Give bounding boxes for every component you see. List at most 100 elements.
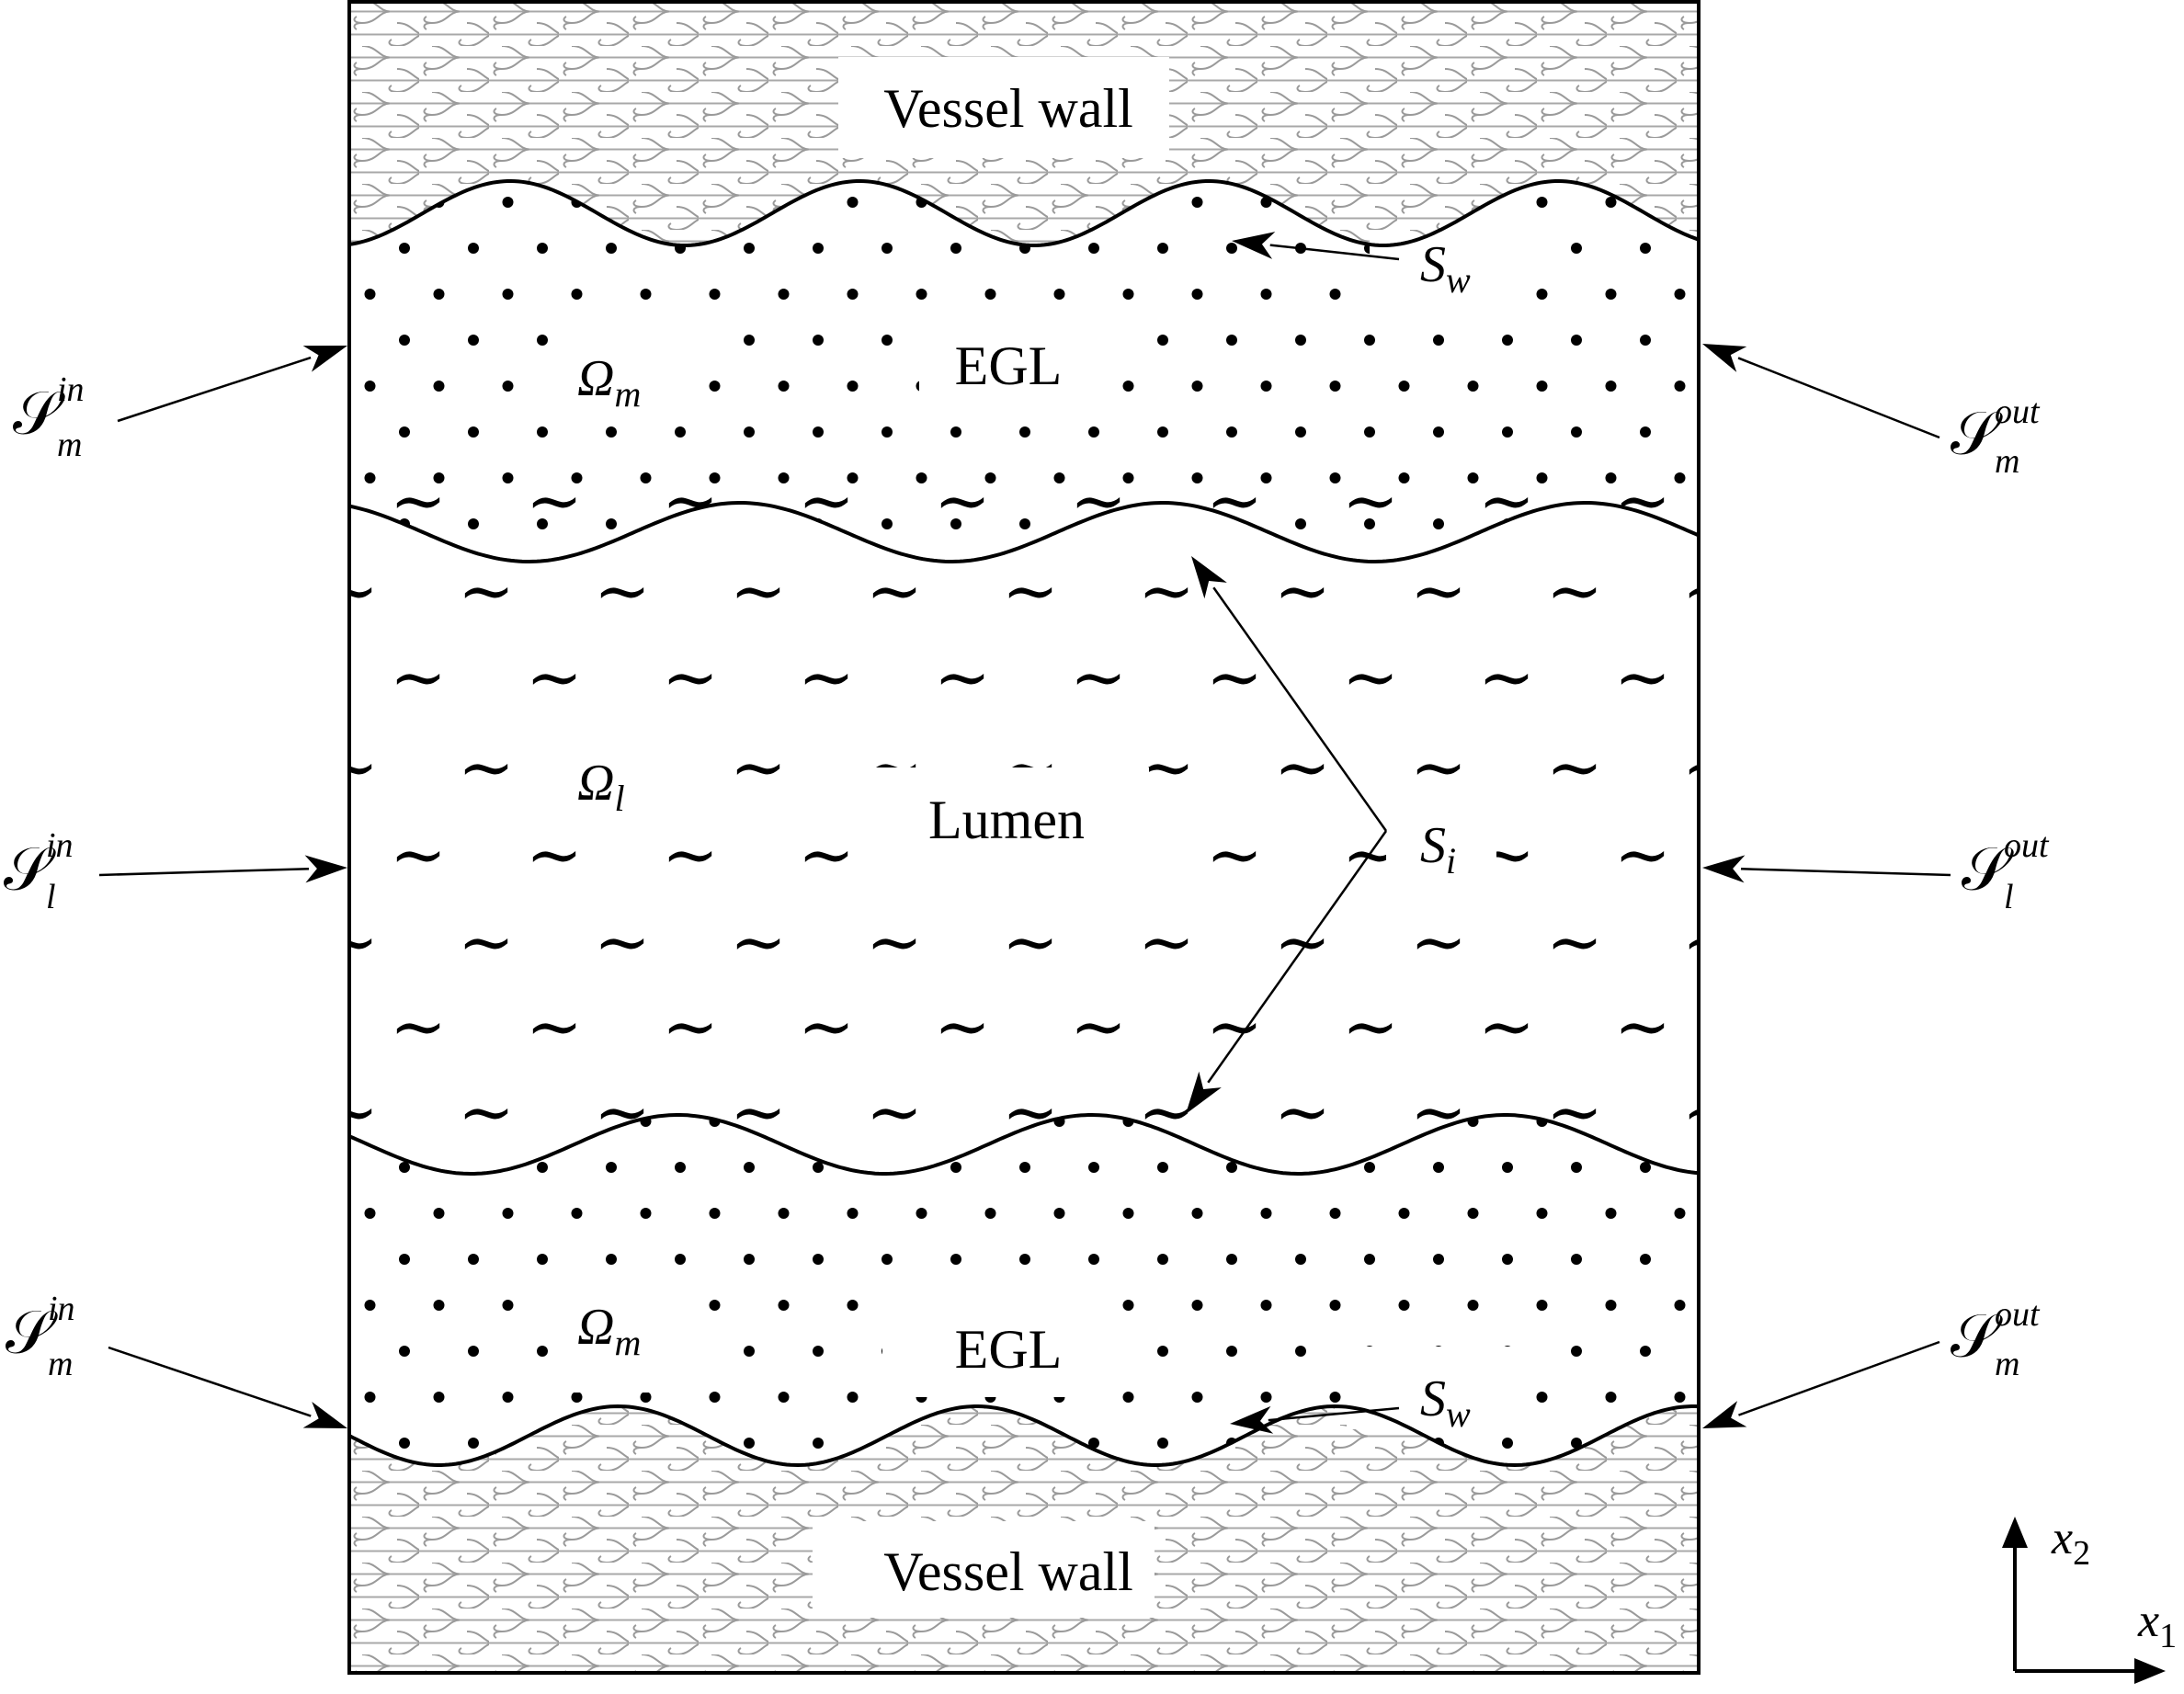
lumen-tilde-mark: ~ (1546, 728, 1603, 807)
lumen-tilde-mark: ~ (1274, 1073, 1331, 1152)
svg-text:𝒮: 𝒮 (13, 381, 65, 448)
domain-frame (347, 0, 1701, 1675)
svg-text:in: in (57, 370, 85, 409)
s-i-arrow-top (1191, 556, 1388, 832)
s-m-in-bottom-arrow (108, 1346, 347, 1428)
s-i-arrow-bottom (1186, 830, 1388, 1114)
lumen-tilde-mark: ~ (1002, 1073, 1059, 1152)
svg-text:in: in (48, 1290, 75, 1328)
lumen-tilde-mark: ~ (526, 461, 583, 540)
lumen-tilde-mark: ~ (526, 638, 583, 717)
svg-text:m: m (57, 426, 82, 464)
lumen-tilde-mark: ~ (730, 903, 787, 982)
lumen-tilde-mark: ~ (934, 638, 991, 717)
svg-text:l: l (2004, 878, 2014, 916)
lumen-tilde-mark: ~ (934, 461, 991, 540)
lumen-tilde-mark: ~ (1614, 987, 1671, 1066)
s-l-in-label: 𝒮 in l (4, 826, 74, 916)
lumen-tilde-mark: ~ (1138, 903, 1195, 982)
lumen-tilde-mark: ~ (730, 1073, 787, 1152)
s-m-in-top-label: 𝒮 in m (13, 370, 85, 464)
s-w-top-label: Sw (1420, 236, 1471, 301)
lumen-tilde-mark: ~ (1682, 551, 1739, 631)
lumen-tilde-mark: ~ (458, 903, 515, 982)
lumen-tilde-pattern: ~~~~~~~~~~~~~~~~~~~~~~~~~~~~~~~~~~~~~~~~… (322, 461, 1739, 1152)
s-m-out-bottom-arrow (1702, 1340, 1940, 1428)
svg-text:𝒮: 𝒮 (1951, 401, 2003, 468)
lumen-tilde-mark: ~ (458, 1073, 515, 1152)
lumen-tilde-mark: ~ (662, 987, 719, 1066)
lumen-tilde-mark: ~ (1002, 903, 1059, 982)
lumen-tilde-mark: ~ (1342, 461, 1399, 540)
lumen-tilde-mark: ~ (866, 551, 923, 631)
s-l-out-label: 𝒮 out l (1962, 826, 2050, 916)
s-w-bottom-label: Sw (1420, 1370, 1471, 1435)
lumen-tilde-mark: ~ (866, 1073, 923, 1152)
lumen-tilde-mark: ~ (1410, 551, 1467, 631)
x2-axis-label: x2 (2051, 1512, 2090, 1573)
lumen-tilde-mark: ~ (1410, 728, 1467, 807)
omega-m-top-label: Ωm (577, 350, 641, 415)
lumen-interface-top-curve (349, 501, 1699, 563)
s-w-bottom-arrow (1230, 1405, 1400, 1434)
lumen-tilde-mark: ~ (730, 551, 787, 631)
lumen-tilde-mark: ~ (1342, 987, 1399, 1066)
lumen-tilde-mark: ~ (458, 728, 515, 807)
lumen-tilde-mark: ~ (1614, 815, 1671, 894)
lumen-tilde-mark: ~ (1070, 987, 1127, 1066)
vessel-wall-bottom-label: Vessel wall (883, 1541, 1133, 1602)
lumen-interface-bottom-curve (349, 1113, 1699, 1176)
lumen-tilde-mark: ~ (1206, 638, 1263, 717)
s-w-top-arrow (1232, 232, 1400, 261)
lumen-tilde-mark: ~ (1546, 903, 1603, 982)
lumen-tilde-mark: ~ (1410, 1073, 1467, 1152)
svg-text:𝒮: 𝒮 (6, 1300, 58, 1367)
lumen-tilde-mark: ~ (390, 815, 447, 894)
s-m-in-bottom-label: 𝒮 in m (6, 1290, 75, 1383)
lumen-tilde-mark: ~ (798, 815, 855, 894)
egl-bottom-label: EGL (955, 1319, 1063, 1380)
lumen-tilde-mark: ~ (1478, 987, 1535, 1066)
svg-text:𝒮: 𝒮 (1951, 1303, 2003, 1370)
lumen-tilde-mark: ~ (1274, 551, 1331, 631)
lumen-tilde-mark: ~ (1682, 1073, 1739, 1152)
lumen-tilde-mark: ~ (1138, 551, 1195, 631)
lumen-tilde-mark: ~ (390, 461, 447, 540)
lumen-tilde-mark: ~ (1274, 903, 1331, 982)
lumen-tilde-mark: ~ (594, 1073, 651, 1152)
svg-text:𝒮: 𝒮 (1962, 836, 2014, 904)
s-m-in-top-arrow (117, 346, 347, 423)
lumen-tilde-mark: ~ (1002, 551, 1059, 631)
s-m-out-top-arrow (1702, 344, 1940, 439)
svg-text:in: in (46, 826, 74, 865)
lumen-tilde-mark: ~ (798, 987, 855, 1066)
lumen-tilde-mark: ~ (1206, 815, 1263, 894)
omega-m-bottom-label: Ωm (577, 1299, 641, 1363)
svg-text:l: l (46, 878, 56, 916)
svg-text:𝒮: 𝒮 (4, 836, 56, 904)
lumen-tilde-mark: ~ (526, 987, 583, 1066)
lumen-tilde-mark: ~ (594, 551, 651, 631)
omega-l-label: Ωl (577, 755, 625, 819)
s-i-label: Si (1420, 817, 1456, 881)
s-l-in-arrow (98, 855, 347, 883)
lumen-tilde-mark: ~ (1206, 461, 1263, 540)
lumen-tilde-mark: ~ (730, 728, 787, 807)
coordinate-axes: x2 x1 (2002, 1512, 2177, 1684)
s-m-out-bottom-label: 𝒮 out m (1951, 1295, 2041, 1383)
lumen-tilde-mark: ~ (594, 903, 651, 982)
lumen-tilde-mark: ~ (934, 987, 991, 1066)
svg-text:m: m (48, 1345, 73, 1383)
svg-text:m: m (1995, 1345, 2019, 1383)
lumen-tilde-mark: ~ (322, 903, 379, 982)
lumen-tilde-mark: ~ (662, 638, 719, 717)
lumen-tilde-mark: ~ (1478, 638, 1535, 717)
lumen-tilde-mark: ~ (866, 903, 923, 982)
svg-text:out: out (1995, 1295, 2041, 1334)
s-l-out-arrow (1702, 855, 1951, 883)
lumen-tilde-mark: ~ (458, 551, 515, 631)
lumen-tilde-mark: ~ (662, 461, 719, 540)
lumen-tilde-mark: ~ (1206, 987, 1263, 1066)
lumen-tilde-mark: ~ (322, 728, 379, 807)
